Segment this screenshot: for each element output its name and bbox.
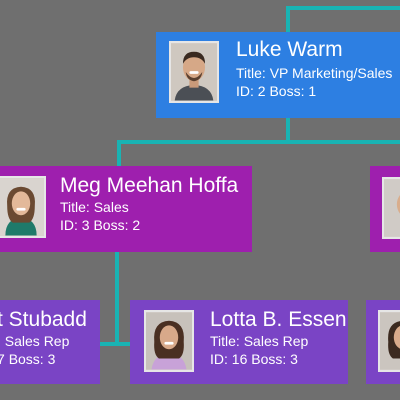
org-node-meg-meehan-hoffa[interactable]: Meg Meehan Hoffa Title: Sales ID: 3 Boss…: [0, 166, 252, 252]
title-value: VP Marketing/Sales: [269, 65, 393, 81]
node-name: Lotta B. Essen: [210, 308, 347, 331]
title-value: Sales: [93, 199, 129, 215]
person-photo-icon: [146, 312, 192, 370]
node-title: Title: Sales: [60, 199, 129, 216]
node-id-boss: ID: 16 Boss: 3: [210, 351, 298, 368]
avatar: [0, 176, 46, 238]
node-name: t Stubadd: [0, 308, 87, 331]
title-value: Sales Rep: [243, 333, 309, 349]
title-label: Title:: [210, 333, 240, 349]
avatar: [378, 310, 400, 372]
id-value: 16: [231, 351, 248, 367]
title-label: Title:: [60, 199, 90, 215]
node-name: Luke Warm: [236, 38, 343, 61]
title-label: :: [0, 333, 1, 349]
id-label: ID:: [236, 83, 254, 99]
connector-meg-up: [117, 140, 121, 166]
connector-luke-down: [286, 118, 290, 142]
node-title: : Sales Rep: [0, 333, 69, 350]
org-node-partial-right[interactable]: [370, 166, 400, 252]
connector-level3-horizontal: [90, 342, 130, 346]
node-name: Meg Meehan Hoffa: [60, 174, 239, 197]
title-label: Title:: [236, 65, 266, 81]
boss-label: Boss:: [251, 351, 287, 367]
node-title: Title: Sales Rep: [210, 333, 308, 350]
connector-top-vertical: [286, 6, 290, 34]
connector-level2-horizontal: [117, 140, 400, 144]
connector-top-horizontal: [286, 6, 400, 10]
org-node-stubadd[interactable]: t Stubadd : Sales Rep 7 Boss: 3: [0, 300, 100, 384]
connector-meg-down: [115, 252, 119, 344]
boss-value: 2: [132, 217, 141, 233]
person-photo-icon: [0, 178, 44, 236]
boss-value: 1: [308, 83, 317, 99]
node-id-boss: 7 Boss: 3: [0, 351, 55, 368]
org-node-partial-right-bottom[interactable]: [366, 300, 400, 384]
avatar: [382, 177, 400, 239]
node-title: Title: VP Marketing/Sales: [236, 65, 392, 82]
boss-label: Boss:: [8, 351, 44, 367]
title-value: Sales Rep: [4, 333, 70, 349]
person-photo-icon: [384, 179, 400, 237]
org-node-luke-warm[interactable]: Luke Warm Title: VP Marketing/Sales ID: …: [156, 32, 400, 118]
id-label: ID:: [60, 217, 78, 233]
boss-value: 3: [47, 351, 56, 367]
node-id-boss: ID: 2 Boss: 1: [236, 83, 316, 100]
boss-label: Boss:: [269, 83, 305, 99]
node-id-boss: ID: 3 Boss: 2: [60, 217, 140, 234]
avatar: [169, 41, 219, 103]
avatar: [144, 310, 194, 372]
org-node-lotta-b-essen[interactable]: Lotta B. Essen Title: Sales Rep ID: 16 B…: [130, 300, 348, 384]
id-value: 2: [257, 83, 266, 99]
id-label: ID:: [210, 351, 228, 367]
id-value: 7: [0, 351, 5, 367]
boss-value: 3: [290, 351, 298, 367]
boss-label: Boss:: [93, 217, 129, 233]
person-photo-icon: [171, 43, 217, 101]
person-photo-icon: [380, 312, 400, 370]
id-value: 3: [81, 217, 90, 233]
